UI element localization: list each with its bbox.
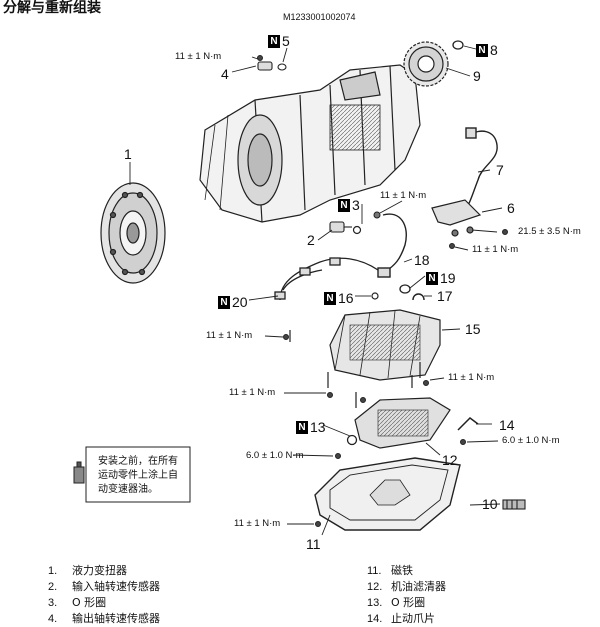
valve-body <box>329 309 441 381</box>
callout-2: 2 <box>307 232 315 248</box>
torque-spec-large: 21.5 ± 3.5 N·m <box>518 226 581 237</box>
valve-body-bolts <box>289 330 421 408</box>
legend-item: 13.O 形圈 <box>367 596 426 609</box>
exploded-view-drawing <box>73 40 526 536</box>
callout-9: 9 <box>473 68 481 84</box>
assembly-note: 安装之前，在所有 运动零件上涂上自 动变速器油。 <box>98 455 178 497</box>
oil-pan <box>314 457 461 531</box>
note-line: 动变速器油。 <box>98 484 158 495</box>
legend-item: 3.O 形圈 <box>48 596 107 609</box>
torque-spec: 11 ± 1 N·m <box>234 518 281 529</box>
note-line: 运动零件上涂上自 <box>98 470 178 481</box>
legend-item: 12.机油滤清器 <box>367 580 446 593</box>
torque-bolts <box>257 55 508 527</box>
new-part-mark: N <box>476 44 488 57</box>
wiring-harness-20 <box>274 257 379 301</box>
torque-spec: 11 ± 1 N·m <box>206 330 253 341</box>
page-title: 分解与重新组装 <box>3 0 101 16</box>
o-ring-16 <box>371 292 379 300</box>
torque-spec-small: 6.0 ± 1.0 N·m <box>246 450 304 461</box>
legend-left: 1.液力变扭器 2.输入轴转速传感器 3.O 形圈 4.输出轴转速传感器 <box>48 563 160 627</box>
callout-1: 1 <box>124 146 132 162</box>
oil-strainer <box>346 397 451 449</box>
torque-spec: 11 ± 1 N·m <box>229 387 276 398</box>
output-shaft-speed-sensor <box>257 61 287 71</box>
bolt-2 <box>373 211 381 219</box>
drain-plug <box>502 499 526 510</box>
callout-10: 10 <box>482 496 498 512</box>
torque-spec-small: 6.0 ± 1.0 N·m <box>502 435 560 446</box>
torque-spec: 11 ± 1 N·m <box>175 51 222 62</box>
new-part-mark: N <box>296 421 308 434</box>
o-ring-8 <box>452 40 464 50</box>
legend-right: 11.磁铁 12.机油滤清器 13.O 形圈 14.止动爪片 <box>367 563 446 627</box>
callout-14: 14 <box>499 417 515 433</box>
new-part-mark: N <box>338 199 350 212</box>
input-shaft-speed-sensor <box>329 221 352 233</box>
callout-4: 4 <box>221 66 229 82</box>
new-part-mark: N <box>426 272 438 285</box>
new-part-mark: N <box>324 292 336 305</box>
legend-item: 14.止动爪片 <box>367 612 435 625</box>
callout-11: 11 <box>306 536 321 552</box>
callout-12: 12 <box>442 452 458 468</box>
wiring-harness-18 <box>377 213 407 278</box>
torque-spec: 11 ± 1 N·m <box>380 190 427 201</box>
callout-7: 7 <box>496 162 504 178</box>
legend-item: 1.液力变扭器 <box>48 564 127 577</box>
callout-17: 17 <box>437 288 453 304</box>
atf-bottle-icon <box>73 446 191 503</box>
bracket-6 <box>431 199 482 237</box>
o-ring-19 <box>399 284 411 294</box>
legend-item: 4.输出轴转速传感器 <box>48 612 160 625</box>
torque-spec: 11 ± 1 N·m <box>448 372 495 383</box>
legend-item: 2.输入轴转速传感器 <box>48 580 160 593</box>
callout-15: 15 <box>465 321 481 337</box>
note-line: 安装之前，在所有 <box>98 456 178 467</box>
callout-18: 18 <box>414 252 430 268</box>
legend-item: 11.磁铁 <box>367 564 413 577</box>
output-gear <box>403 41 449 87</box>
figure-code: M1233001002074 <box>283 12 356 22</box>
new-part-mark: N <box>268 35 280 48</box>
leader-lines <box>129 45 503 536</box>
detent-spring <box>457 417 479 431</box>
new-part-mark: N <box>218 296 230 309</box>
torque-spec: 11 ± 1 N·m <box>472 244 519 255</box>
callout-6: 6 <box>507 200 515 216</box>
o-ring-3 <box>352 225 362 235</box>
clip-17 <box>412 293 425 301</box>
torque-converter <box>100 182 166 284</box>
transmission-housing <box>199 64 421 223</box>
